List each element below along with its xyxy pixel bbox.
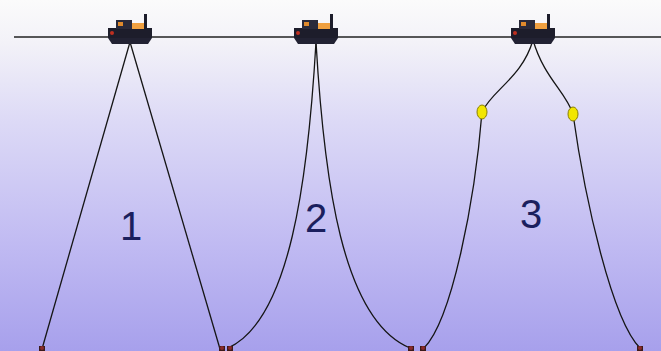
ships	[108, 14, 555, 44]
anchors	[39, 346, 643, 351]
buoys	[477, 105, 578, 121]
callout-number: 1	[120, 206, 142, 246]
callout-number: 2	[305, 198, 327, 238]
mooring-lines	[42, 40, 640, 349]
callout-number: 3	[520, 194, 542, 234]
